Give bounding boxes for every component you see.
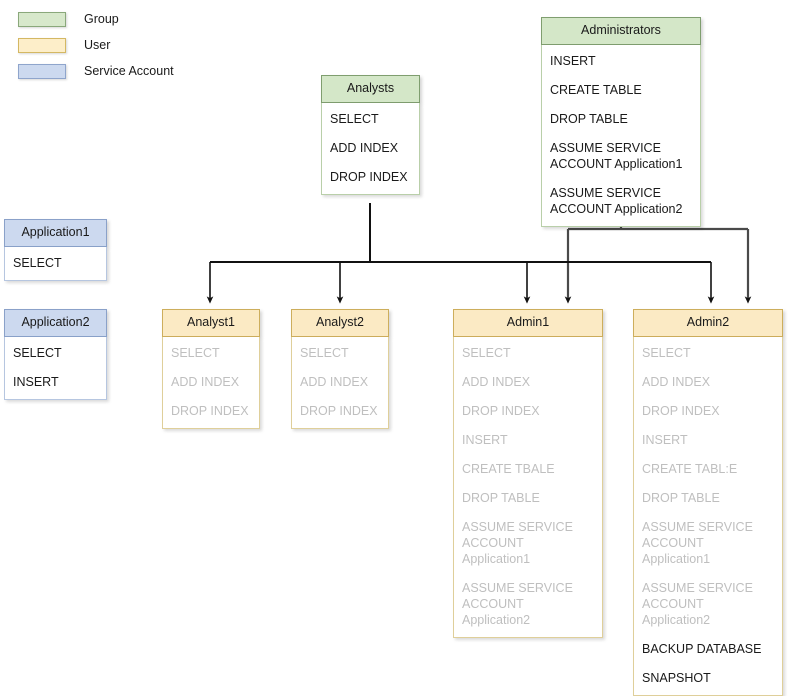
node-application2-title: Application2 [4,309,107,337]
permission-inherited: DROP INDEX [171,403,249,418]
connector-layer [206,203,752,304]
node-application2-permissions: SELECT INSERT [4,336,107,400]
permission-inherited: ASSUME SERVICE ACCOUNT Application1 [462,519,573,566]
permission-direct: SELECT [330,111,379,126]
permission-direct: ADD INDEX [330,140,399,155]
permission-inherited: SELECT [462,345,511,360]
node-analyst1-permissions: SELECT ADD INDEX DROP INDEX [162,336,260,429]
node-admin1[interactable]: Admin1 SELECT ADD INDEX DROP INDEX INSERT CR… [453,309,603,638]
permission-inherited: ASSUME SERVICE ACCOUNT Application2 [462,580,573,627]
node-admin2-title: Admin2 [633,309,783,337]
permission-inherited: ADD INDEX [642,374,711,389]
permission-inherited: ADD INDEX [300,374,369,389]
node-analysts-permissions: SELECT ADD INDEX DROP INDEX [321,102,420,195]
legend-item-service-account: Service Account [18,60,208,82]
node-analyst2-title: Analyst2 [291,309,389,337]
permission-direct: INSERT [13,374,59,389]
permission-direct: ASSUME SERVICE ACCOUNT Application1 [550,140,683,171]
permission-inherited: ASSUME SERVICE ACCOUNT Application1 [642,519,753,566]
permission-inherited: SELECT [171,345,220,360]
node-admin1-title: Admin1 [453,309,603,337]
legend: Group User Service Account [18,8,208,86]
permission-inherited: DROP TABLE [642,490,720,505]
permission-direct: INSERT [550,53,596,68]
node-admin1-permissions: SELECT ADD INDEX DROP INDEX INSERT CREATE TB… [453,336,603,638]
permission-inherited: DROP TABLE [462,490,540,505]
node-administrators-title: Administrators [541,17,701,45]
permission-inherited: CREATE TABL:E [642,461,738,476]
legend-item-group: Group [18,8,208,30]
permission-inherited: CREATE TBALE [462,461,555,476]
permission-direct: BACKUP DATABASE [642,641,762,656]
permission-inherited: ASSUME SERVICE ACCOUNT Application2 [642,580,753,627]
node-application1-title: Application1 [4,219,107,247]
node-application1-permissions: SELECT [4,246,107,281]
legend-swatch-service-account-icon [18,63,66,79]
node-analysts-title: Analysts [321,75,420,103]
permission-inherited: INSERT [642,432,688,447]
permission-direct: CREATE TABLE [550,82,642,97]
node-application1[interactable]: Application1 SELECT [4,219,107,281]
node-application2[interactable]: Application2 SELECT INSERT [4,309,107,400]
legend-label-user: User [84,38,111,52]
permission-inherited: ADD INDEX [171,374,240,389]
permission-direct: DROP INDEX [330,169,408,184]
node-admin2[interactable]: Admin2 SELECT ADD INDEX DROP INDEX INSERT CR… [633,309,783,696]
permission-direct: SNAPSHOT [642,670,711,685]
node-administrators[interactable]: Administrators INSERT CREATE TABLE DROP TA… [541,17,701,227]
node-analyst1-title: Analyst1 [162,309,260,337]
legend-swatch-group-icon [18,11,66,27]
permission-direct: SELECT [13,345,62,360]
legend-label-service-account: Service Account [84,64,174,78]
permission-direct: SELECT [13,255,62,270]
node-analysts[interactable]: Analysts SELECT ADD INDEX DROP INDEX [321,75,420,195]
node-analyst2[interactable]: Analyst2 SELECT ADD INDEX DROP INDEX [291,309,389,429]
node-admin2-permissions: SELECT ADD INDEX DROP INDEX INSERT CREATE TA… [633,336,783,696]
permission-inherited: SELECT [300,345,349,360]
legend-label-group: Group [84,12,119,26]
permission-inherited: INSERT [462,432,508,447]
edge-analysts-bus [210,203,711,263]
permission-inherited: SELECT [642,345,691,360]
permission-inherited: DROP INDEX [642,403,720,418]
permission-inherited: ADD INDEX [462,374,531,389]
node-administrators-permissions: INSERT CREATE TABLE DROP TABLE ASSUME SERVI… [541,44,701,227]
legend-swatch-user-icon [18,37,66,53]
node-analyst1[interactable]: Analyst1 SELECT ADD INDEX DROP INDEX [162,309,260,429]
permission-inherited: DROP INDEX [462,403,540,418]
legend-item-user: User [18,34,208,56]
permission-direct: DROP TABLE [550,111,628,126]
permission-inherited: DROP INDEX [300,403,378,418]
permission-direct: ASSUME SERVICE ACCOUNT Application2 [550,185,683,216]
node-analyst2-permissions: SELECT ADD INDEX DROP INDEX [291,336,389,429]
